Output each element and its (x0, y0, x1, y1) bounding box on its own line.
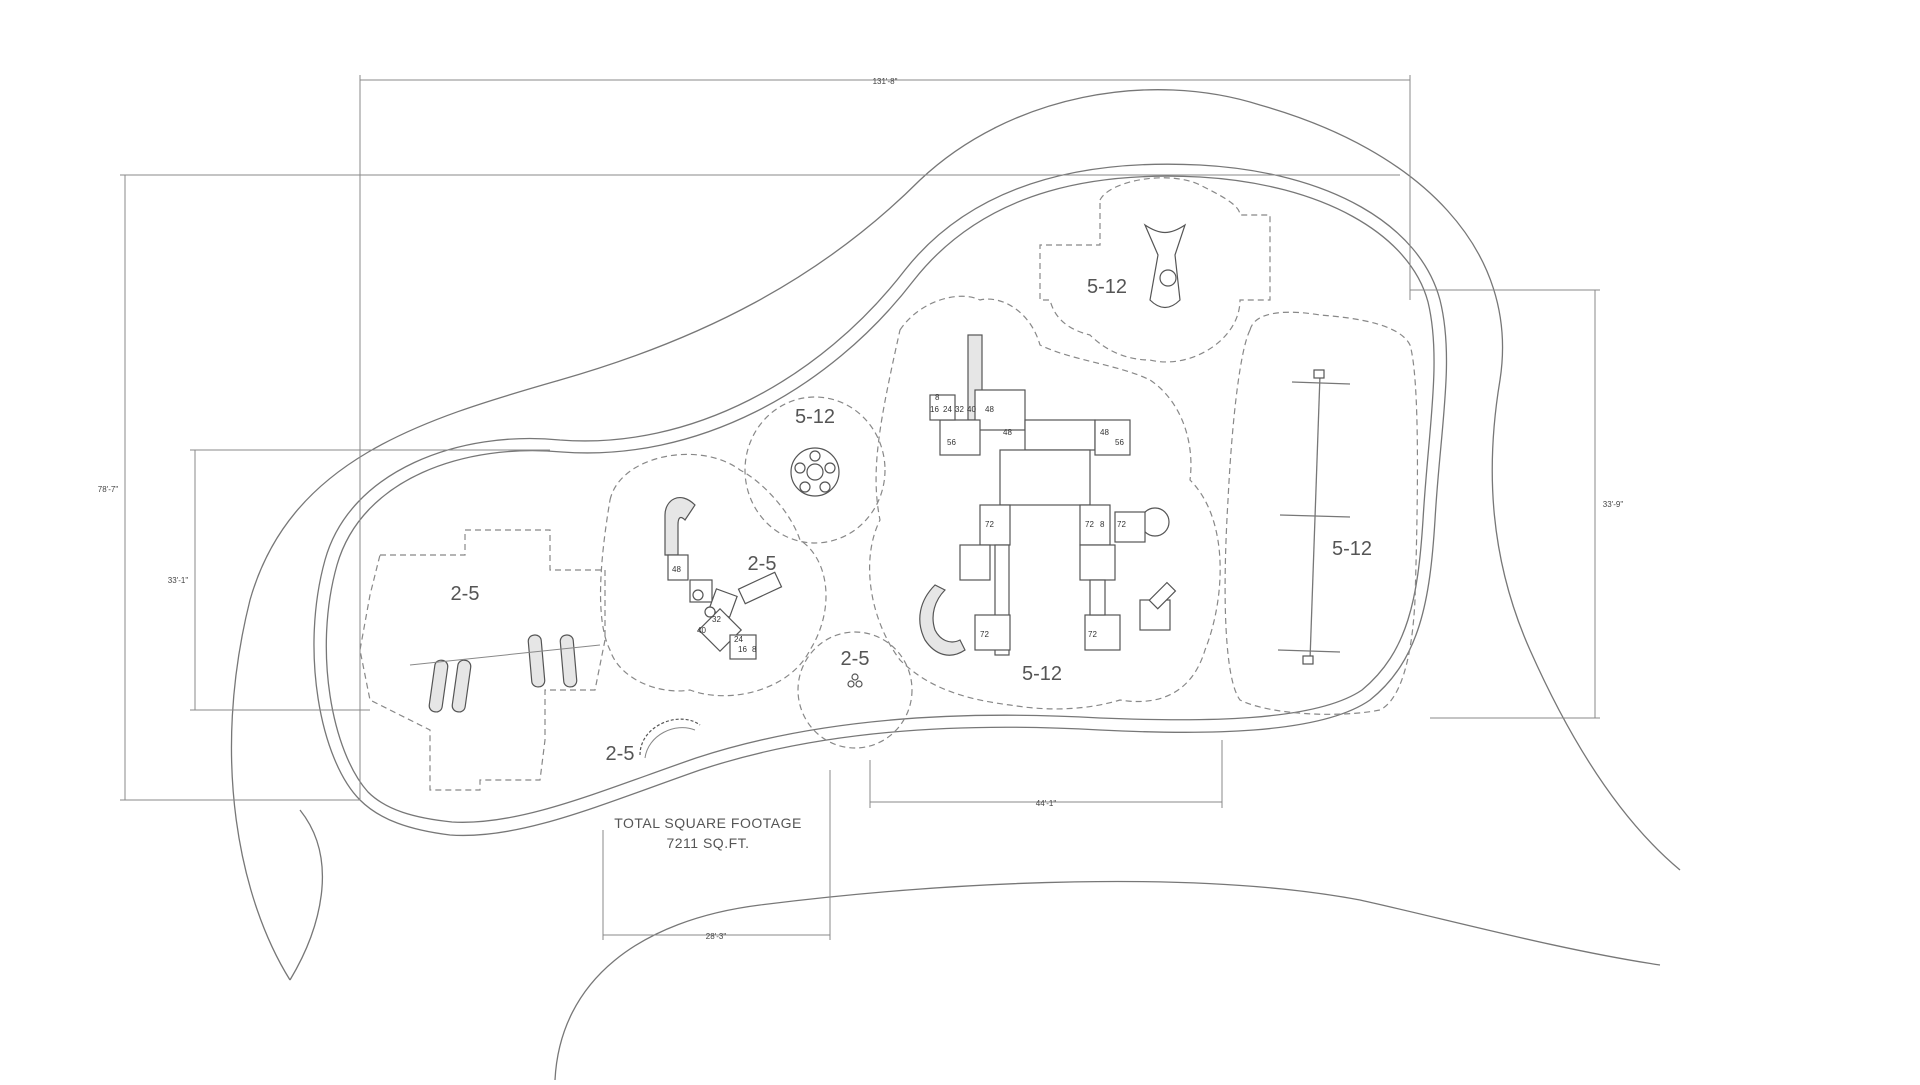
deck-2-5-16: 16 (738, 645, 747, 654)
play-area-border-outer (313, 163, 1448, 837)
deck-2-5-8: 8 (752, 645, 757, 654)
dim-bottom-mid: 44'-1" (1036, 799, 1057, 808)
outer-landscape-boundary (230, 89, 1681, 981)
saddle-zone-boundary (797, 631, 913, 749)
zone-label-swing-5-12: 5-12 (1087, 276, 1127, 298)
zone-label-sensory: 2-5 (606, 743, 635, 765)
swing-5-12-boundary (1039, 177, 1271, 363)
structure-2-5-boundary (599, 453, 827, 697)
structure-5-12-equipment (919, 334, 1177, 656)
dim-right-height: 33'-9" (1603, 500, 1624, 509)
dim-bottom-left: 28'-3" (706, 932, 727, 941)
zone-label-spinner: 5-12 (795, 406, 835, 428)
lower-left-curve (289, 809, 323, 981)
deck-2-5-24: 24 (734, 635, 743, 644)
zone-label-saddle: 2-5 (841, 648, 870, 670)
deck-5-12-72c: 72 (1117, 520, 1126, 529)
swing-set (409, 634, 601, 713)
spinner-zone-boundary (744, 396, 886, 544)
lower-path-curve (554, 880, 1661, 1081)
saddle-spinner-equipment (847, 673, 863, 688)
deck-5-12-24: 24 (943, 405, 952, 414)
zipline-equipment (1277, 369, 1351, 665)
dim-left-height: 78'-7" (98, 485, 119, 494)
zone-label-structure-5-12: 5-12 (1022, 663, 1062, 685)
deck-5-12-8b: 8 (1100, 520, 1105, 529)
swing-5-12-equipment (1143, 223, 1187, 309)
deck-5-12-56a: 56 (947, 438, 956, 447)
deck-2-5-48: 48 (672, 565, 681, 574)
deck-5-12-72a: 72 (985, 520, 994, 529)
deck-2-5-40: 40 (697, 626, 706, 635)
deck-5-12-48a: 48 (985, 405, 994, 414)
deck-5-12-16: 16 (930, 405, 939, 414)
swing-zone-boundary (359, 529, 606, 791)
zone-label-swings: 2-5 (451, 583, 480, 605)
structure-2-5-equipment (664, 497, 783, 660)
deck-5-12-48b: 48 (1003, 428, 1012, 437)
deck-5-12-72d: 72 (980, 630, 989, 639)
spinner-equipment (790, 447, 840, 497)
deck-5-12-72e: 72 (1088, 630, 1097, 639)
dimension-lines (120, 75, 1600, 940)
zipline-zone-boundary (1224, 311, 1419, 715)
deck-5-12-56b: 56 (1115, 438, 1124, 447)
structure-5-12-boundary (869, 295, 1221, 710)
zone-label-structure-2-5: 2-5 (748, 553, 777, 575)
deck-5-12-72b: 72 (1085, 520, 1094, 529)
dim-top-width: 131'-8" (873, 77, 898, 86)
deck-5-12-48c: 48 (1100, 428, 1109, 437)
total-square-footage-value: 7211 SQ.FT. (666, 835, 749, 851)
zone-label-zipline: 5-12 (1332, 538, 1372, 560)
deck-5-12-40: 40 (967, 405, 976, 414)
dim-inner-left-height: 33'-1" (168, 576, 189, 585)
deck-2-5-32: 32 (712, 615, 721, 624)
deck-5-12-8a: 8 (935, 393, 940, 402)
deck-5-12-32: 32 (955, 405, 964, 414)
sensory-wheel-equipment (639, 718, 701, 759)
total-square-footage-label: TOTAL SQUARE FOOTAGE (614, 815, 802, 831)
play-area-border-inner (325, 175, 1435, 823)
